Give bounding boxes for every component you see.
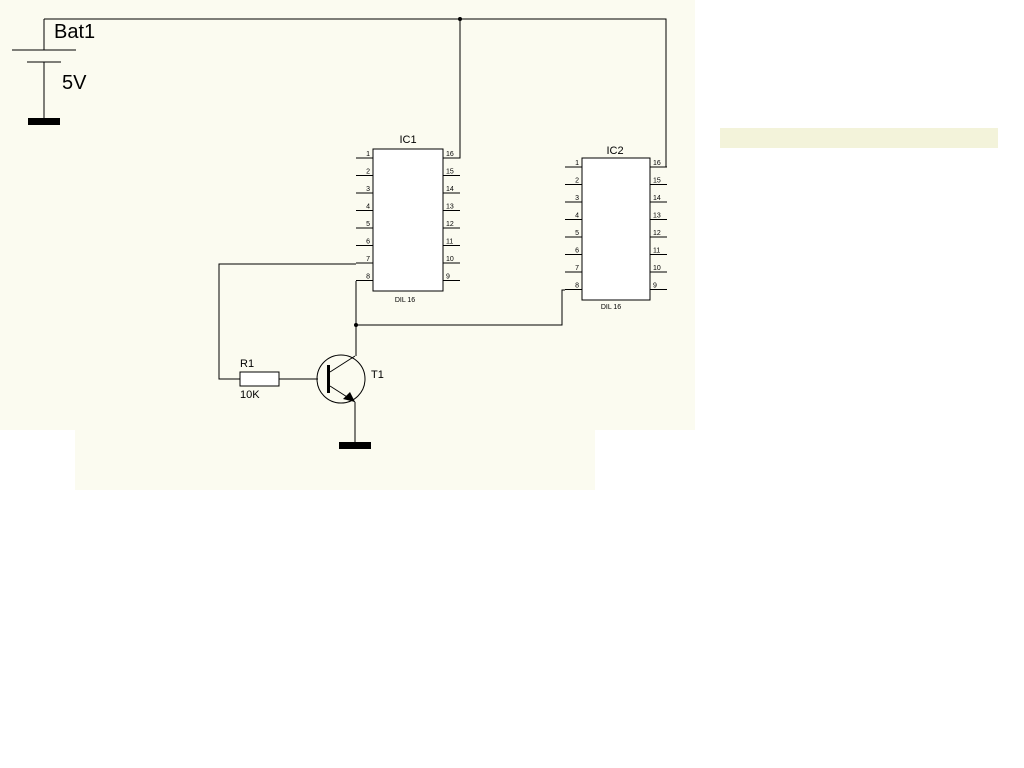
ic1-pin-4-label: 4 bbox=[366, 204, 370, 211]
collector-to-ic2-pin8-wire bbox=[356, 289, 565, 326]
ic1-pin-12-label: 12 bbox=[446, 221, 454, 228]
ic2-pin-12-label: 12 bbox=[653, 230, 661, 237]
ic1-pin-7-label: 7 bbox=[366, 256, 370, 263]
ic-pins-layer: 1234567816151413121110912345678161514131… bbox=[356, 151, 667, 290]
ic2-pin-15-label: 15 bbox=[653, 178, 661, 185]
transistor-emitter-arrow bbox=[343, 392, 355, 402]
transistor-ground-symbol bbox=[339, 442, 371, 449]
battery-ref-label: Bat1 bbox=[54, 21, 95, 43]
canvas-background-extension bbox=[75, 430, 595, 490]
ic1-pin-3-label: 3 bbox=[366, 186, 370, 193]
ic2-ref-label: IC2 bbox=[606, 145, 623, 157]
ic1-pin-2-label: 2 bbox=[366, 169, 370, 176]
ic1-pin-13-label: 13 bbox=[446, 204, 454, 211]
ic1-pin-6-label: 6 bbox=[366, 239, 370, 246]
resistor-ref-label: R1 bbox=[240, 358, 254, 370]
canvas-background bbox=[0, 0, 695, 430]
resistor-r1: R1 10K bbox=[239, 358, 318, 401]
battery-ground-symbol bbox=[28, 118, 60, 125]
collector-junction-dot bbox=[354, 323, 358, 327]
ic1-pin7-to-r1-wire bbox=[218, 263, 356, 380]
ic2-pin-8-label: 8 bbox=[575, 283, 579, 290]
battery-value-label: 5V bbox=[62, 72, 87, 94]
ic2-pin-13-label: 13 bbox=[653, 213, 661, 220]
resistor-body bbox=[239, 371, 280, 387]
ic2-pin-14-label: 14 bbox=[653, 195, 661, 202]
ic1-pin-10-label: 10 bbox=[446, 256, 454, 263]
ic2-pin-11-label: 11 bbox=[653, 248, 660, 255]
ic2-pin-1-label: 1 bbox=[575, 160, 579, 167]
ic2-pin-10-label: 10 bbox=[653, 265, 661, 272]
ic2-pin-3-label: 3 bbox=[575, 195, 579, 202]
transistor-envelope bbox=[316, 354, 366, 404]
transistor-t1: T1 bbox=[316, 354, 384, 404]
transistor-ref-label: T1 bbox=[371, 369, 384, 381]
battery-bat1: Bat1 5V bbox=[12, 19, 95, 125]
ic2-pin-2-label: 2 bbox=[575, 178, 579, 185]
ic1-pin-11-label: 11 bbox=[446, 239, 453, 246]
ic2-package-label: DIL 16 bbox=[601, 304, 621, 311]
ic1-pin-15-label: 15 bbox=[446, 169, 454, 176]
supply-rail-wire bbox=[44, 18, 667, 167]
ic1-chip: IC1 DIL 16 bbox=[372, 134, 444, 304]
ic2-pin-7-label: 7 bbox=[575, 265, 579, 272]
supply-junction-dot bbox=[458, 17, 462, 21]
ic2-pin-16-label: 16 bbox=[653, 160, 661, 167]
ic1-pin-5-label: 5 bbox=[366, 221, 370, 228]
transistor-collector-lead bbox=[329, 355, 356, 373]
faint-note-area bbox=[720, 128, 998, 148]
ic1-pin-8-label: 8 bbox=[366, 274, 370, 281]
ic2-pin-6-label: 6 bbox=[575, 248, 579, 255]
ic1-ref-label: IC1 bbox=[399, 134, 416, 146]
ic1-pin-14-label: 14 bbox=[446, 186, 454, 193]
ic1-pin-1-label: 1 bbox=[366, 151, 370, 158]
ic1-package-label: DIL 16 bbox=[395, 297, 415, 304]
ic1-body bbox=[372, 148, 444, 292]
resistor-value-label: 10K bbox=[240, 389, 260, 401]
transistor-base-bar bbox=[327, 365, 330, 393]
ic2-pin-5-label: 5 bbox=[575, 230, 579, 237]
ic2-pin-9-label: 9 bbox=[653, 283, 657, 290]
ic1-pin-9-label: 9 bbox=[446, 274, 450, 281]
ic1-pin-16-label: 16 bbox=[446, 151, 454, 158]
ic2-pin-4-label: 4 bbox=[575, 213, 579, 220]
ic2-body bbox=[581, 157, 651, 301]
ic2-chip: IC2 DIL 16 bbox=[581, 145, 651, 311]
